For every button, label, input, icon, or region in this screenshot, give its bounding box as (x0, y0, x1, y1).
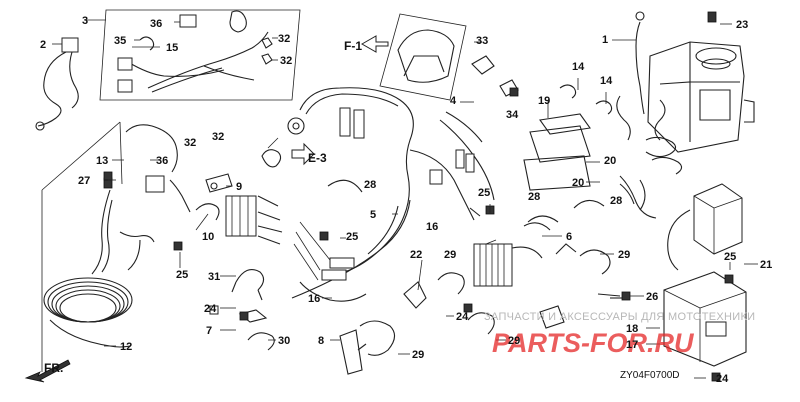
part-number: 21 (760, 259, 772, 271)
part-number: 24 (456, 311, 469, 323)
part-number: 25 (478, 187, 490, 199)
part-number: 9 (236, 181, 242, 193)
part-number: 29 (618, 249, 630, 261)
part-number: 32 (278, 33, 290, 45)
part-number: 16 (308, 293, 320, 305)
part-number: 19 (538, 95, 550, 107)
part-number: 6 (566, 231, 572, 243)
part-number: 20 (572, 177, 584, 189)
part-number: 26 (646, 291, 658, 303)
watermark-text: ЗАПЧАСТИ И АКСЕССУАРЫ ДЛЯ МОТОТЕХНИКИ (484, 311, 755, 323)
part-number: 27 (78, 175, 90, 187)
part-numbers: 3 36 2 35 15 32 32 33 1 23 4 19 14 14 34… (40, 15, 772, 385)
part-number: 36 (156, 155, 168, 167)
part-number: 25 (724, 251, 736, 263)
mounting-bracket (663, 271, 747, 367)
part-number: 5 (370, 209, 376, 221)
control-box (619, 175, 743, 271)
main-wire-harness (287, 87, 495, 302)
bottom-clips (339, 320, 396, 375)
brackets-and-clips (195, 173, 283, 351)
part-number: 32 (212, 131, 224, 143)
part-number: 18 (626, 323, 638, 335)
ref-f1: F-1 (344, 39, 362, 53)
f1-bracket-box (360, 13, 519, 101)
part-number: 24 (716, 373, 729, 385)
part-number: 28 (364, 179, 376, 191)
part-number: 36 (150, 18, 162, 30)
part-number: 28 (610, 195, 622, 207)
part-number: 32 (184, 137, 196, 149)
part-number: 29 (444, 249, 456, 261)
part-number: 10 (202, 231, 214, 243)
sensor-e3 (261, 137, 315, 168)
part-number: 32 (280, 55, 292, 67)
part-number: 22 (410, 249, 422, 261)
part-number: 13 (96, 155, 108, 167)
part-number: 16 (426, 221, 438, 233)
plates-19-20 (523, 84, 613, 191)
part-number: 34 (506, 109, 519, 121)
cable-ties (327, 179, 605, 223)
part-number: 4 (450, 95, 457, 107)
ref-front: FR. (44, 361, 63, 375)
engine-block (616, 11, 755, 211)
ref-e3: E-3 (308, 151, 327, 165)
part-number: 29 (508, 335, 520, 347)
part-number: 28 (528, 191, 540, 203)
part-number: 33 (476, 35, 488, 47)
part-number: 25 (176, 269, 188, 281)
part-number: 7 (206, 325, 212, 337)
part-number: 14 (572, 61, 585, 73)
part-number: 30 (278, 335, 290, 347)
part-number: 23 (736, 19, 748, 31)
diagram-code: ZY04F0700D (620, 370, 679, 381)
part-number: 12 (120, 341, 132, 353)
part-number: 24 (204, 303, 217, 315)
extension-coil-cable (41, 121, 191, 372)
part-number: 17 (626, 339, 638, 351)
part-number: 35 (114, 35, 126, 47)
front-direction-arrow (24, 359, 71, 383)
watermark-logo: PARTS-FOR.RU (492, 328, 695, 358)
bolts (103, 87, 734, 382)
harness-assembly-box (85, 9, 301, 101)
part-number: 20 (604, 155, 616, 167)
part-number: 2 (40, 39, 46, 51)
part-number: 14 (600, 75, 613, 87)
part-number: 1 (602, 34, 608, 46)
part-number: 15 (166, 42, 178, 54)
part-number: 25 (346, 231, 358, 243)
part-number: 29 (412, 349, 424, 361)
part-number: 8 (318, 335, 324, 347)
part-2-harness (35, 37, 79, 131)
part-number: 3 (82, 15, 88, 27)
leader-lines (104, 23, 758, 379)
regulator-rectifier (403, 222, 624, 335)
part-number: 31 (208, 271, 220, 283)
